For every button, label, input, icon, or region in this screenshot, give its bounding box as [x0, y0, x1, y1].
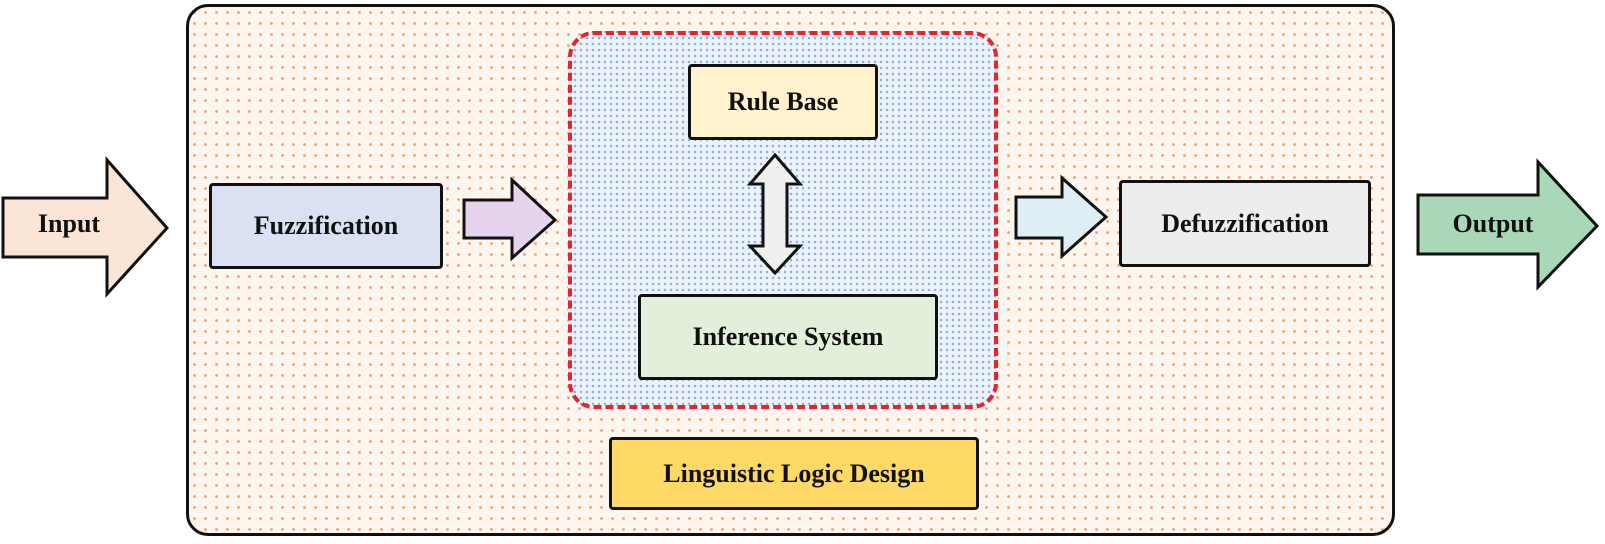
rule-base-box: Rule Base	[688, 64, 878, 140]
fuzzification-box: Fuzzification	[209, 183, 443, 269]
output-label: Output	[1452, 209, 1534, 238]
inference-system-box: Inference System	[638, 294, 938, 380]
output-arrow	[1416, 158, 1600, 291]
linguistic-logic-design-box: Linguistic Logic Design	[609, 437, 979, 510]
input-arrow	[1, 156, 170, 298]
bidirectional-arrow	[746, 152, 804, 276]
arrow-to-inference-core	[462, 176, 558, 262]
arrow-from-inference-core	[1014, 174, 1109, 260]
defuzzification-box: Defuzzification	[1119, 180, 1371, 267]
input-label: Input	[37, 209, 101, 238]
